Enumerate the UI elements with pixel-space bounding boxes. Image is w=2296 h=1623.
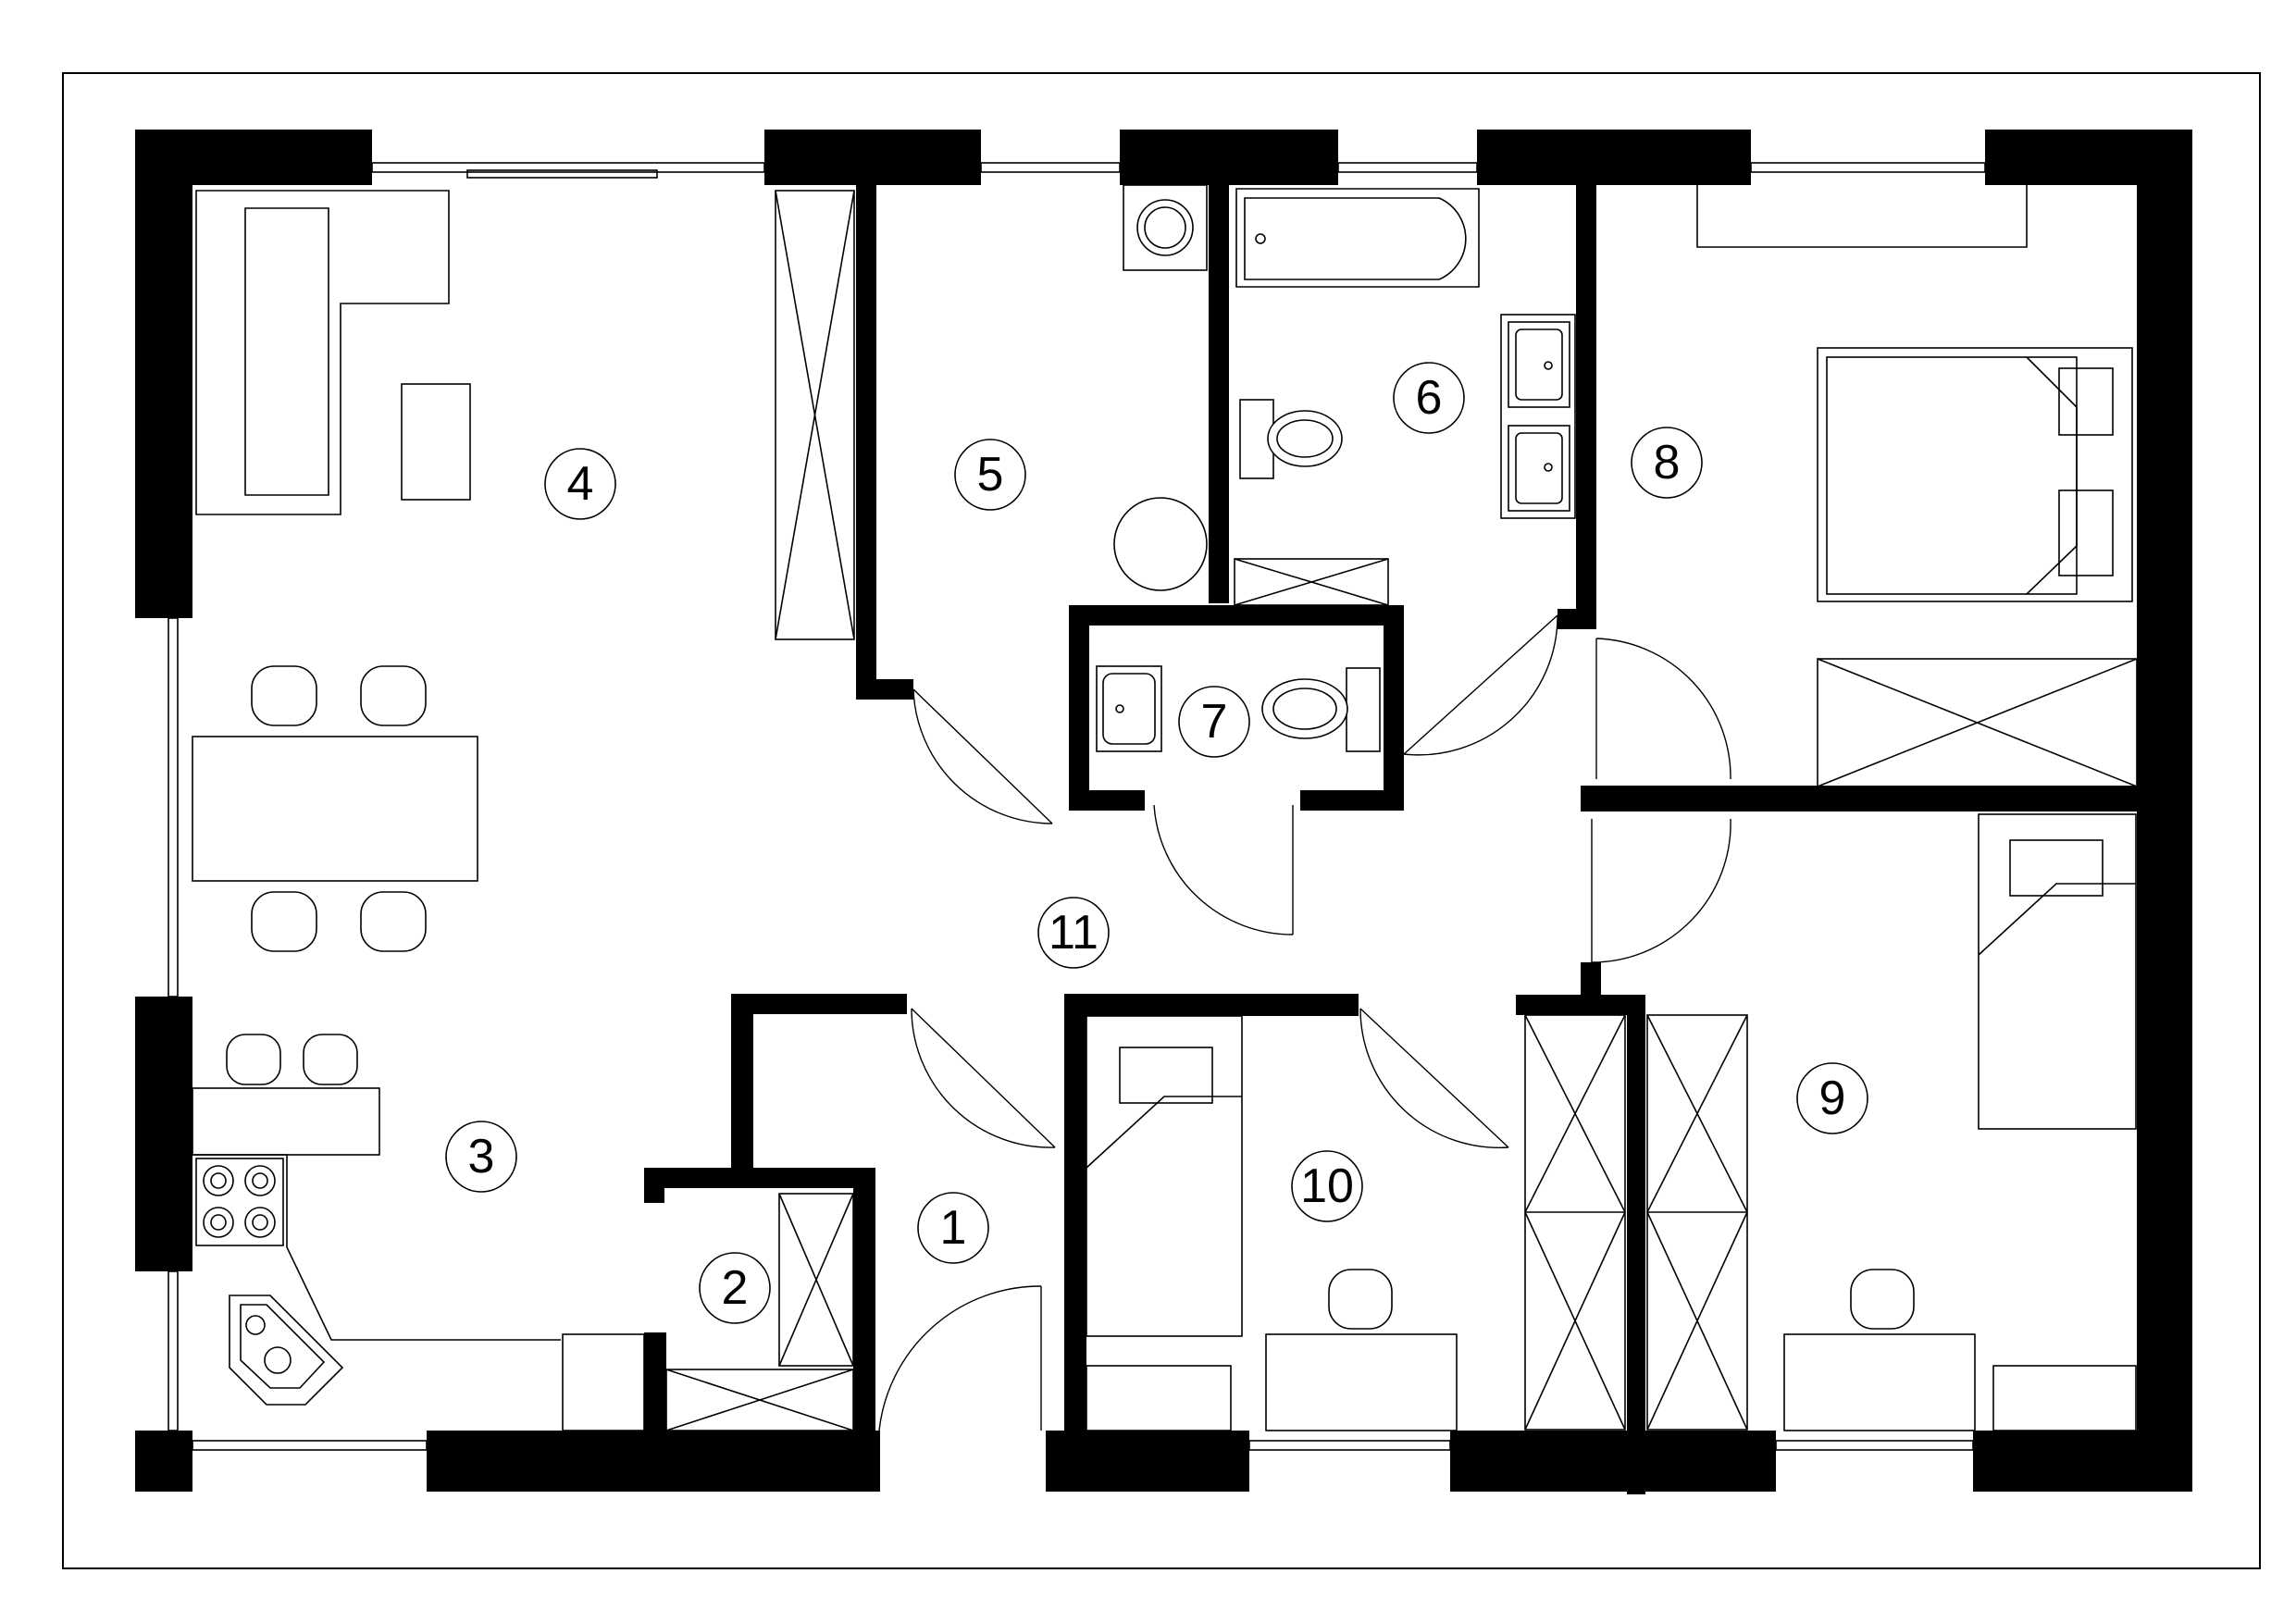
furniture <box>192 184 2138 1431</box>
room-label-10-text: 10 <box>1300 1159 1354 1213</box>
walls <box>135 130 2192 1494</box>
room-label-5-text: 5 <box>977 448 1004 502</box>
room-label-2: 2 <box>699 1252 771 1324</box>
room-label-11: 11 <box>1037 897 1110 969</box>
room-label-2-text: 2 <box>722 1261 749 1315</box>
room-label-6: 6 <box>1393 362 1465 434</box>
room-label-10: 10 <box>1291 1150 1363 1222</box>
room-label-3: 3 <box>445 1121 517 1193</box>
room-label-9: 9 <box>1796 1062 1868 1134</box>
room-labels: 1 2 3 4 5 6 7 8 <box>445 362 1868 1324</box>
room-label-7: 7 <box>1178 686 1250 758</box>
room-label-11-text: 11 <box>1049 906 1098 960</box>
room-label-5: 5 <box>954 439 1026 511</box>
doors <box>878 614 1731 1431</box>
room-label-8: 8 <box>1631 427 1703 499</box>
room-label-7-text: 7 <box>1201 695 1228 749</box>
room-label-4-text: 4 <box>567 457 594 511</box>
room-label-9-text: 9 <box>1819 1072 1846 1125</box>
room-label-1: 1 <box>917 1192 989 1264</box>
room-label-4: 4 <box>544 448 616 520</box>
windows <box>168 162 1986 1451</box>
room-label-8-text: 8 <box>1654 436 1681 489</box>
room-label-6-text: 6 <box>1416 371 1443 425</box>
room-label-1-text: 1 <box>940 1201 967 1255</box>
drawing-frame <box>62 72 2261 1569</box>
room-label-3-text: 3 <box>468 1130 495 1183</box>
